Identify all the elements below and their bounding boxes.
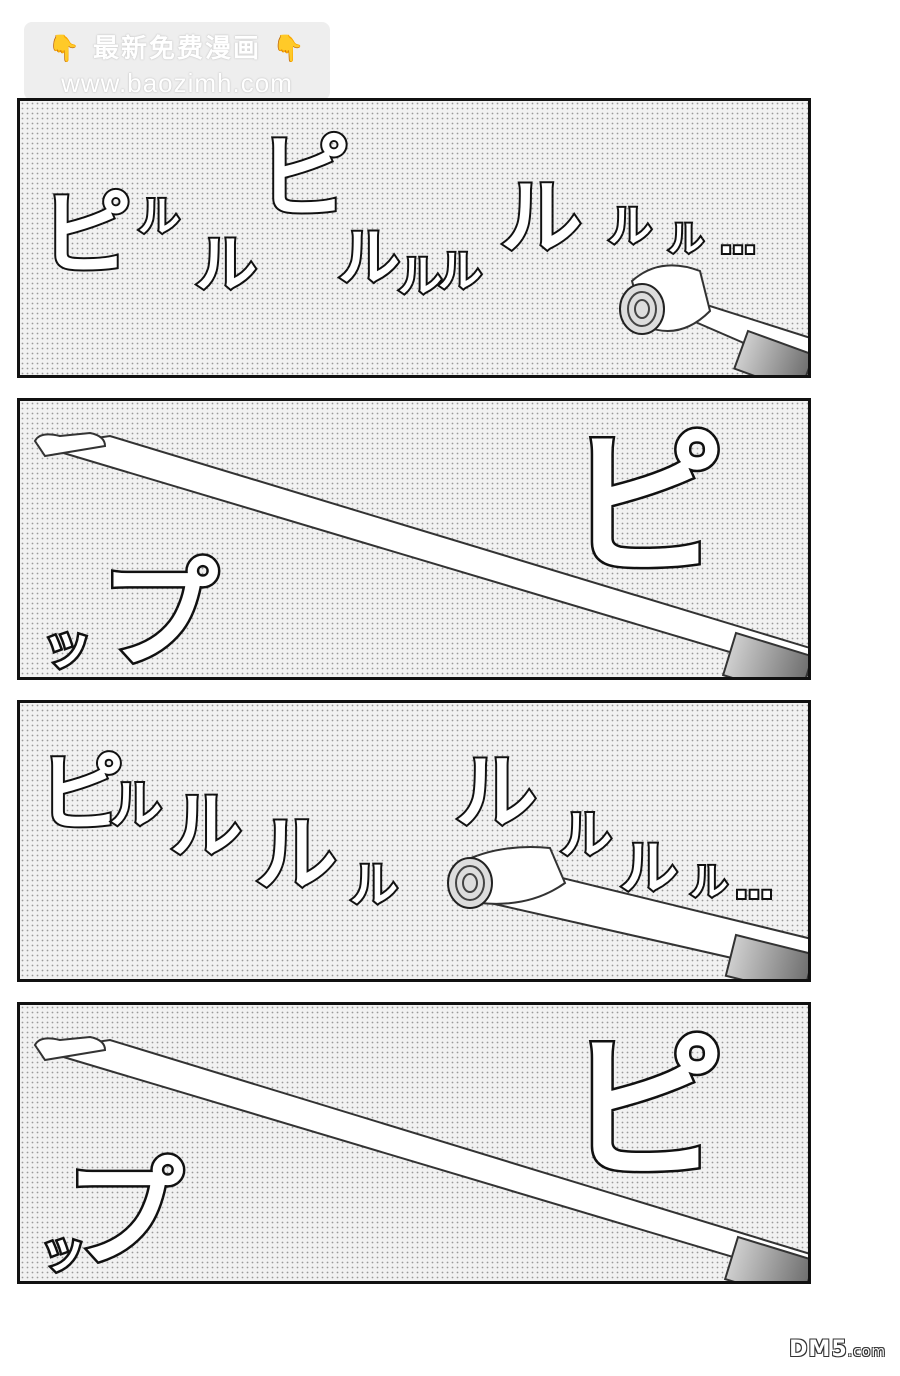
dm5-logo-suffix: .com [847,1344,886,1360]
sfx-pu: プ [100,546,218,677]
party-blower-rolled [447,846,808,979]
comic-panel-2: ピ プ ッ [17,398,811,680]
sfx-ru: ル [668,219,704,260]
sfx-ru: ル [690,860,728,904]
sfx-ru: ル [438,246,482,297]
pointing-down-icon: 👇 [47,34,82,64]
sfx-pi: ピ [258,124,350,231]
sfx-pi: ピ [38,744,124,844]
sfx-pi: ピ [565,412,725,599]
sfx-ru: ル [195,228,257,301]
sfx-dots: … [735,863,773,907]
comic-panel-1: ピ ル ル ピ ル ル ル ル ル ル … [17,98,811,378]
sfx-pu: プ [65,1145,183,1281]
dm5-logo: DM5.com [789,1337,886,1362]
pointing-down-icon: 👇 [272,34,307,64]
sfx-ru: ル [620,834,678,902]
sfx-ru: ル [608,201,652,252]
party-blower-extended [33,1035,808,1281]
sfx-ru: ル [138,192,180,241]
sfx-ru: ル [500,171,582,266]
sfx-pi: ピ [565,1016,725,1203]
sfx-ru: ル [398,251,442,302]
sfx-ru: ル [350,857,398,913]
sfx-ru: ル [338,221,400,294]
sfx-small-tsu: ッ [42,617,92,675]
watermark-title-text: 最新免费漫画 [92,34,261,64]
watermark-url: www.baozimh.com [61,68,293,98]
sfx-dots: … [720,221,756,262]
dm5-logo-text: DM5 [789,1337,848,1362]
sfx-ru: ル [170,784,242,868]
party-blower-rolled [619,264,808,375]
watermark-banner: 👇 最新免费漫画 👇 www.baozimh.com [24,22,330,100]
sfx-pi: ピ [40,181,132,288]
comic-panel-3: ピ ル ル ル ル ル ル ル ル … [17,700,811,982]
sfx-ru: ル [255,808,337,903]
sfx-ru: ル [110,776,162,836]
sfx-ru: ル [455,746,537,841]
comic-panel-4: ピ プ ッ [17,1002,811,1284]
sfx-ru: ル [560,806,612,866]
party-blower-extended [33,431,808,677]
sfx-small-tsu: ッ [40,1224,86,1278]
watermark-title: 👇 最新免费漫画 👇 [24,28,330,65]
